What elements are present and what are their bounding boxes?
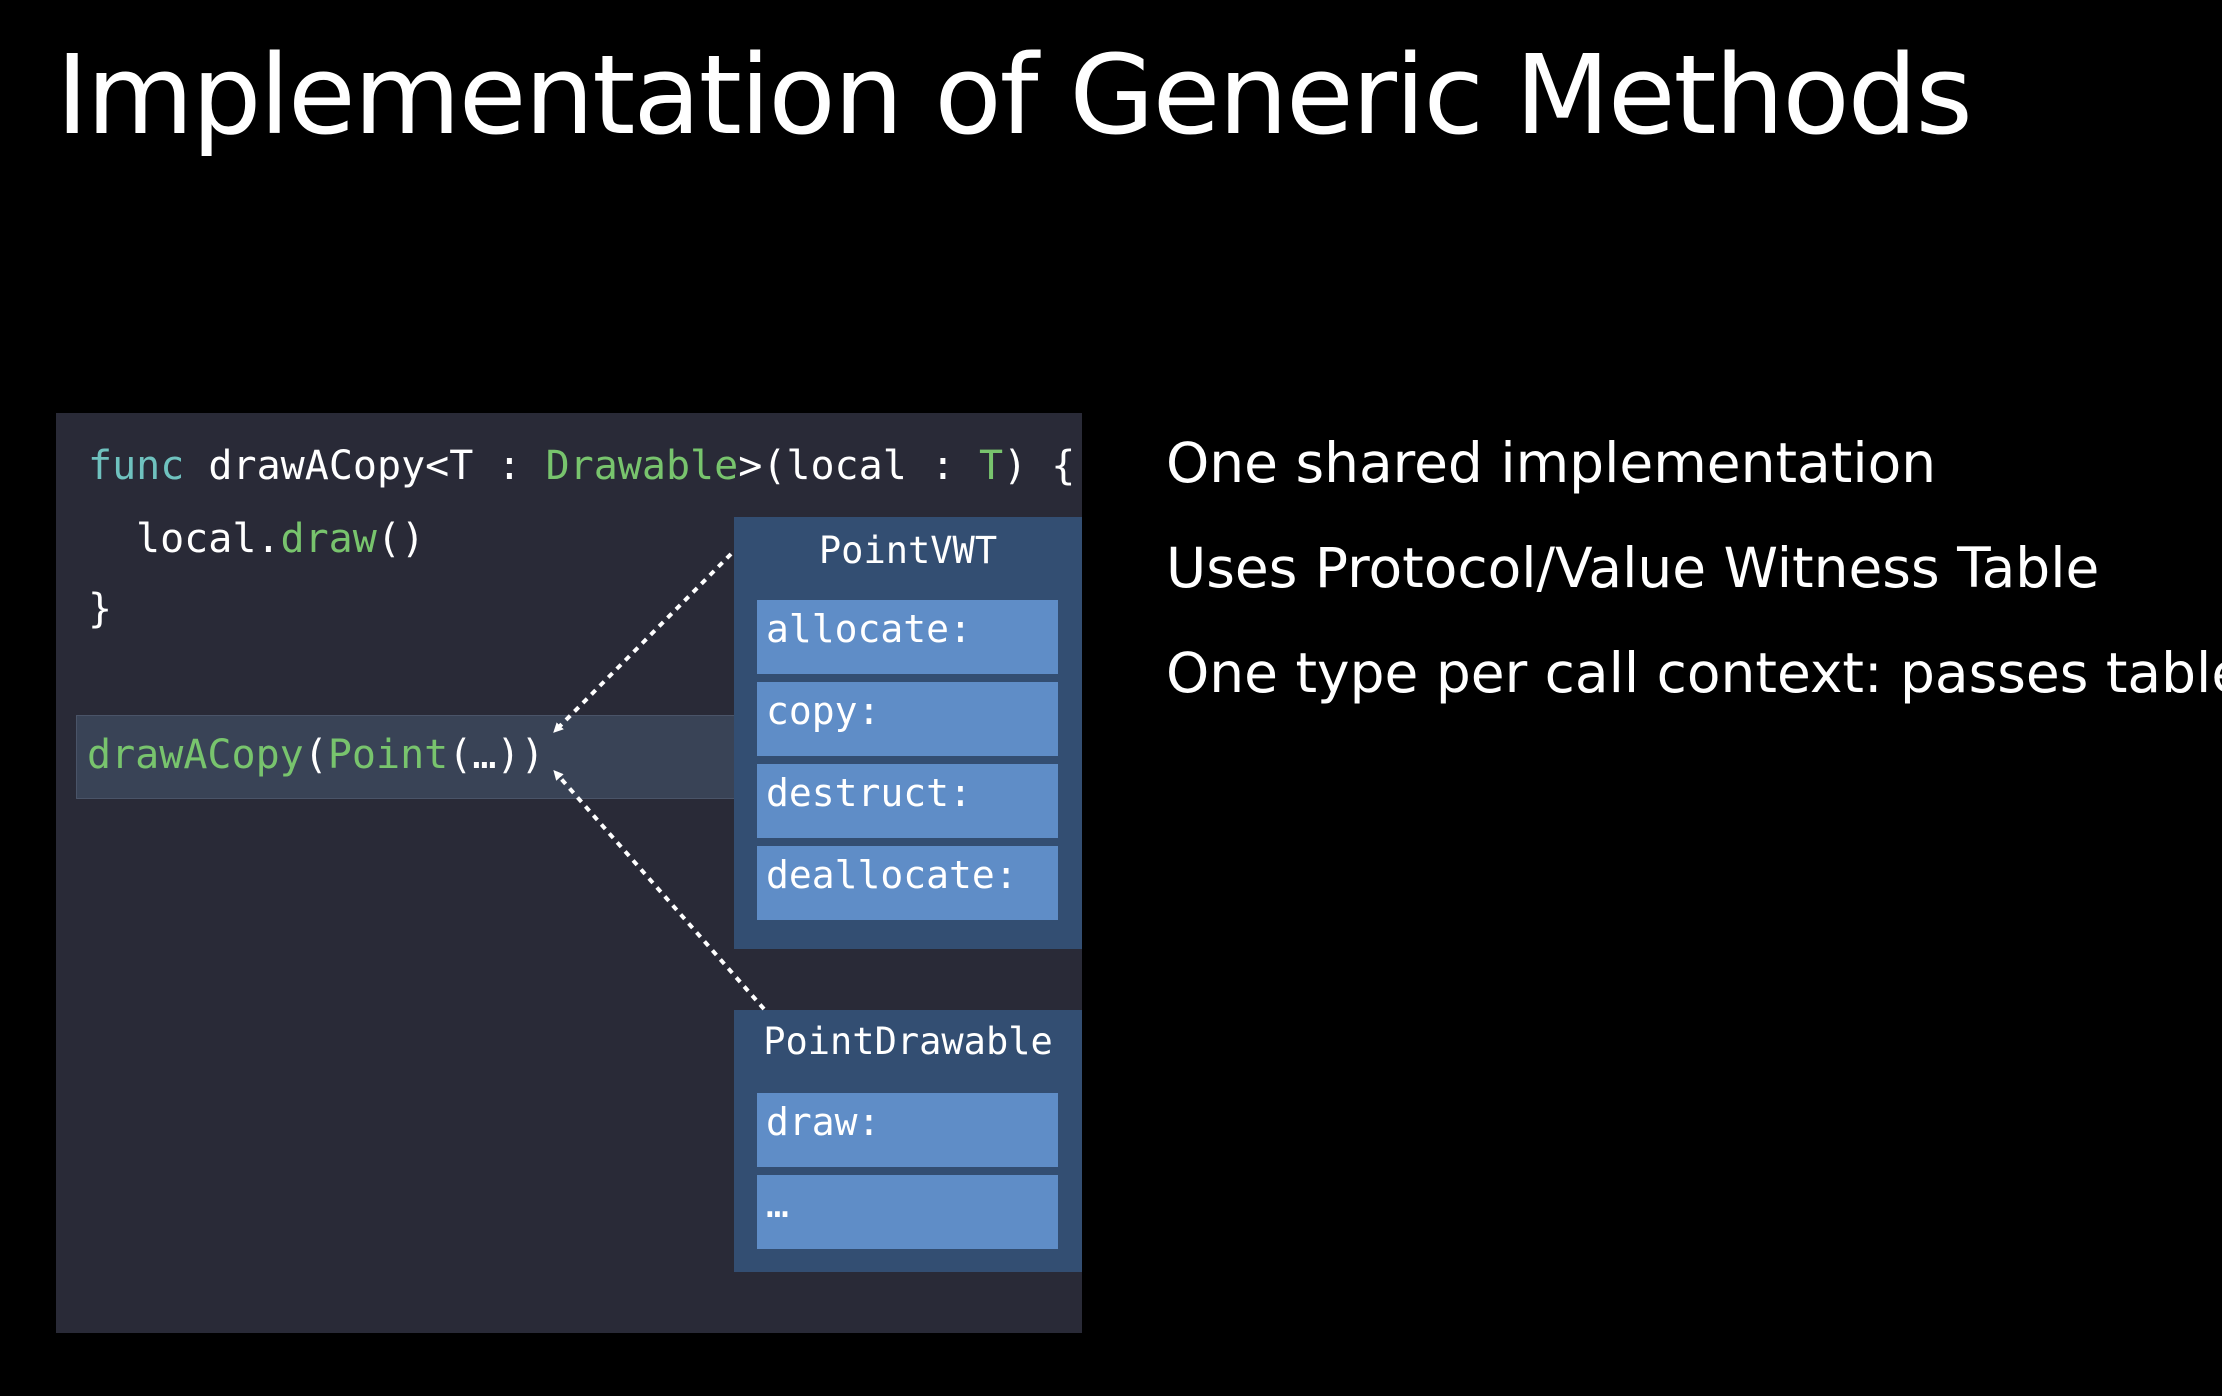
keyword-func: func: [88, 443, 185, 489]
code-line-body: local.draw(): [136, 509, 425, 569]
call-function-name: drawACopy: [87, 732, 304, 778]
receiver: local.: [136, 516, 281, 562]
bullet-item: Uses Protocol/Value Witness Table: [1166, 536, 2100, 600]
point-drawable-title: PointDrawable: [763, 1020, 1053, 1063]
drawable-row-more: …: [757, 1175, 1058, 1249]
vwt-row-deallocate: deallocate:: [757, 846, 1058, 920]
call-type-name: Point: [327, 732, 449, 778]
protocol-name: Drawable: [545, 443, 739, 489]
code-line-close: }: [88, 586, 113, 632]
parameter-list: >(local :: [738, 443, 980, 489]
drawable-row-draw: draw:: [757, 1093, 1058, 1167]
vwt-row-copy: copy:: [757, 682, 1058, 756]
call-site-highlight: drawACopy(Point(…)): [76, 715, 798, 799]
vwt-row-label: destruct:: [766, 771, 972, 815]
code-panel: func drawACopy<T : Drawable>(local : T) …: [56, 413, 1082, 1333]
drawable-row-label: draw:: [766, 1100, 881, 1144]
bullet-item: One shared implementation: [1166, 431, 1937, 495]
point-vwt-table: PointVWT allocate: copy: destruct: deall…: [734, 517, 1082, 949]
type-parameter: T: [979, 443, 1004, 489]
code-line-signature: func drawACopy<T : Drawable>(local : T) …: [88, 436, 1075, 496]
method-draw: draw: [280, 516, 377, 562]
drawable-row-label: …: [766, 1182, 789, 1226]
signature-tail: ) {: [1003, 443, 1076, 489]
point-drawable-table: PointDrawable draw: …: [734, 1010, 1082, 1272]
call-parens: (): [376, 516, 425, 562]
call-open-paren: (: [303, 732, 328, 778]
call-args: (…)): [448, 732, 545, 778]
vwt-row-label: copy:: [766, 689, 881, 733]
bullet-item: One type per call context: passes tables: [1166, 641, 2222, 705]
vwt-row-label: deallocate:: [766, 853, 1018, 897]
bullet-list: One shared implementation Uses Protocol/…: [1166, 411, 2222, 726]
vwt-row-destruct: destruct:: [757, 764, 1058, 838]
point-vwt-title: PointVWT: [818, 529, 998, 572]
vwt-row-label: allocate:: [766, 607, 972, 651]
vwt-row-allocate: allocate:: [757, 600, 1058, 674]
function-name: drawACopy<T :: [184, 443, 546, 489]
call-site: drawACopy(Point(…)): [87, 725, 545, 785]
slide-title: Implementation of Generic Methods: [56, 31, 1973, 159]
